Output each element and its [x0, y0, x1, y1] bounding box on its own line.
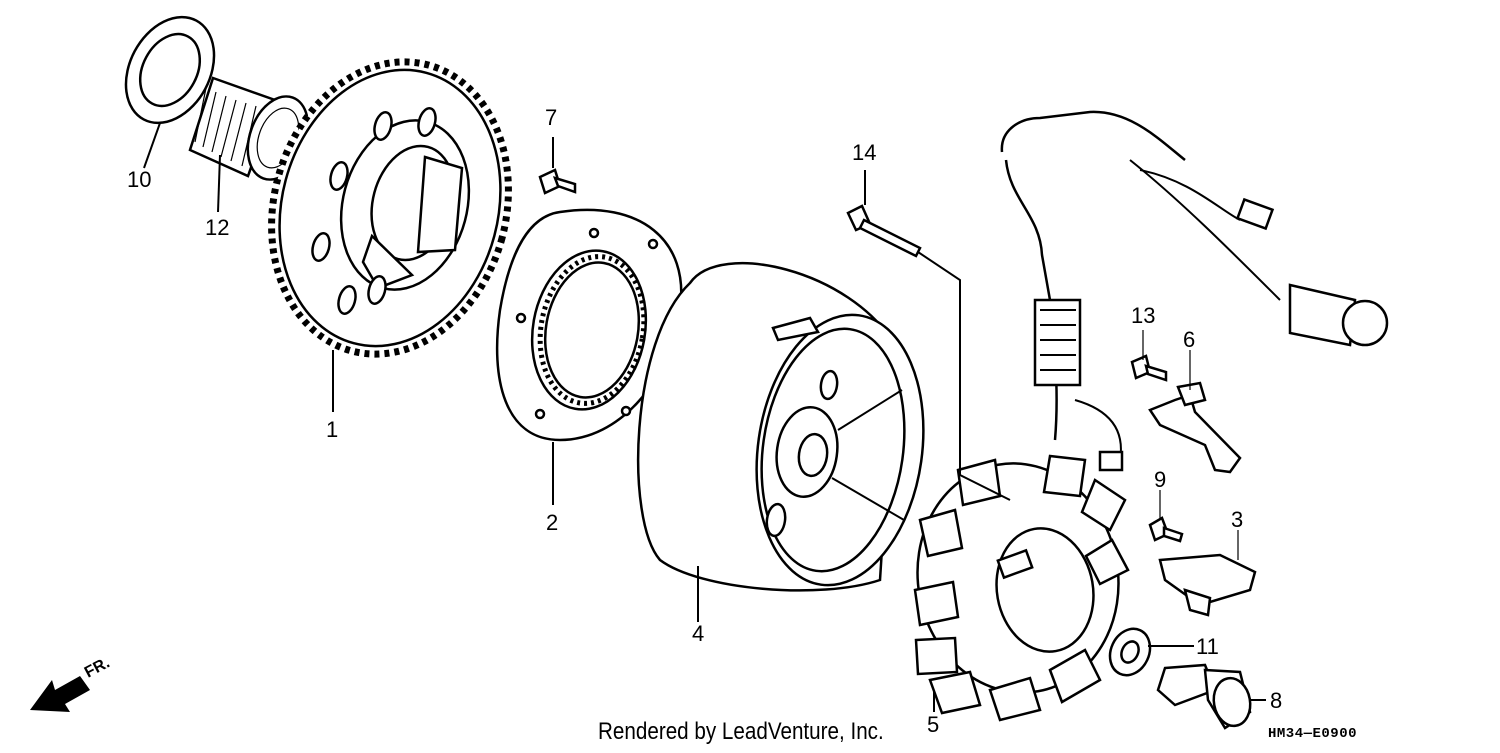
label-part-6: 6	[1183, 327, 1195, 352]
diagram-code: HM34—E0900	[1268, 726, 1358, 742]
part-2-one-way-clutch[interactable]	[495, 208, 683, 442]
part-10-washer[interactable]	[108, 2, 231, 138]
part-9-screw[interactable]	[1148, 516, 1184, 543]
part-4-flywheel[interactable]	[636, 262, 940, 596]
part-14-bolt[interactable]	[846, 204, 922, 258]
label-part-7: 7	[545, 105, 557, 130]
part-6-bracket[interactable]	[1148, 381, 1242, 474]
fr-label: FR.	[82, 654, 113, 681]
part-8-flange-bolt[interactable]	[1156, 663, 1254, 730]
label-part-13: 13	[1131, 303, 1155, 328]
label-part-12: 12	[205, 215, 229, 240]
label-part-1: 1	[326, 417, 338, 442]
part-1-starter-driven-gear[interactable]	[240, 35, 541, 381]
label-part-10: 10	[127, 167, 151, 192]
label-part-8: 8	[1270, 688, 1282, 713]
label-part-4: 4	[692, 621, 704, 646]
leader-lines	[143, 122, 1266, 712]
part-7-screw[interactable]	[538, 168, 577, 195]
part-number-labels: 10 12 1 7 2 4 14 5 13 6 9 3 11 8	[127, 105, 1282, 737]
front-direction-arrow: FR.	[30, 654, 113, 712]
part-5-stator[interactable]	[900, 110, 1389, 722]
label-part-2: 2	[546, 510, 558, 535]
label-part-14: 14	[852, 140, 876, 165]
part-3-pulse-generator[interactable]	[1158, 553, 1257, 617]
credit-text: Rendered by LeadVenture, Inc.	[598, 718, 884, 745]
label-part-11: 11	[1196, 634, 1219, 659]
label-part-5: 5	[927, 712, 939, 737]
label-part-3: 3	[1231, 507, 1243, 532]
label-part-9: 9	[1154, 467, 1166, 492]
part-11-washer[interactable]	[1103, 622, 1158, 682]
part-13-bolt[interactable]	[1130, 354, 1168, 382]
